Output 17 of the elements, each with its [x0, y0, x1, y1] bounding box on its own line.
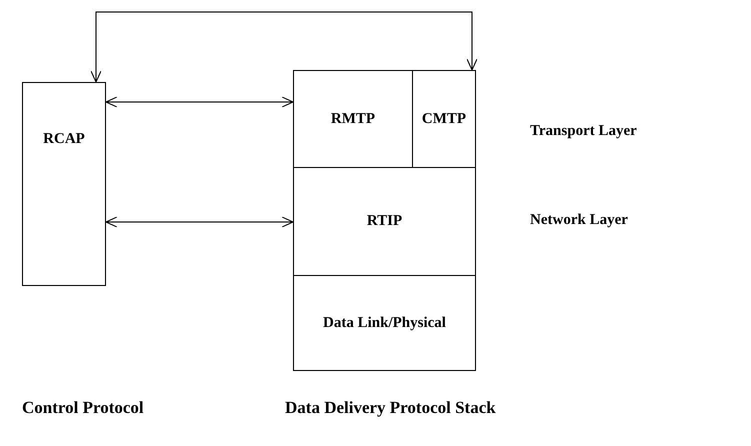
layer-label: Transport Layer — [530, 123, 637, 140]
protocol-box — [293, 275, 476, 371]
protocol-name: RMTP — [330, 110, 376, 128]
protocol-box — [293, 70, 413, 168]
protocol-name: RCAP — [43, 131, 85, 148]
protocol-box — [293, 167, 476, 276]
group-caption: Control Protocol — [22, 398, 144, 418]
protocol-box — [412, 70, 476, 168]
group-caption: Data Delivery Protocol Stack — [285, 398, 496, 418]
protocol-name: CMTP — [422, 110, 466, 128]
double-arrow — [106, 96, 294, 108]
double-arrow — [106, 216, 294, 228]
protocol-name: Data Link/Physical — [323, 314, 446, 332]
protocol-name: RTIP — [366, 213, 402, 230]
layer-label: Network Layer — [530, 212, 628, 229]
double-arrow — [90, 12, 478, 82]
protocol-box — [22, 82, 106, 286]
